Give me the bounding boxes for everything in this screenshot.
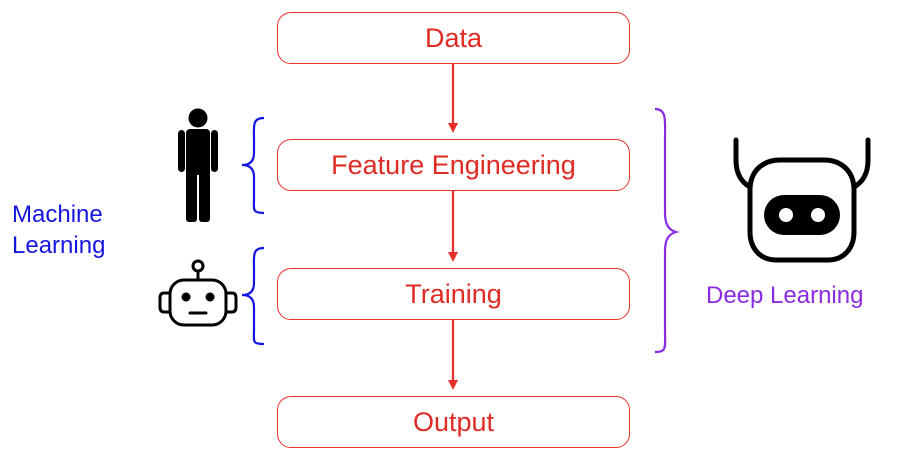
step-output-label: Output [412,406,495,437]
step-training: Training [277,268,630,320]
ml-brace-bottom [241,246,265,346]
step-training-label: Training [405,278,502,309]
step-feature-engineering-label: Feature Engineering [331,149,576,180]
machine-learning-label-line1: Machine [12,201,103,228]
machine-learning-label-line2: Learning [12,232,106,259]
machine-learning-label: Machine Learning [12,199,105,261]
ml-brace-top [241,116,265,215]
robot-face-icon [733,137,871,263]
person-icon [178,108,218,222]
step-data: Data [277,12,630,64]
deep-learning-label: Deep Learning [706,282,864,309]
dl-brace [654,107,680,354]
step-output: Output [277,396,630,448]
robot-head-icon [158,259,238,327]
step-data-label: Data [424,22,483,53]
step-feature-engineering: Feature Engineering [277,139,630,191]
